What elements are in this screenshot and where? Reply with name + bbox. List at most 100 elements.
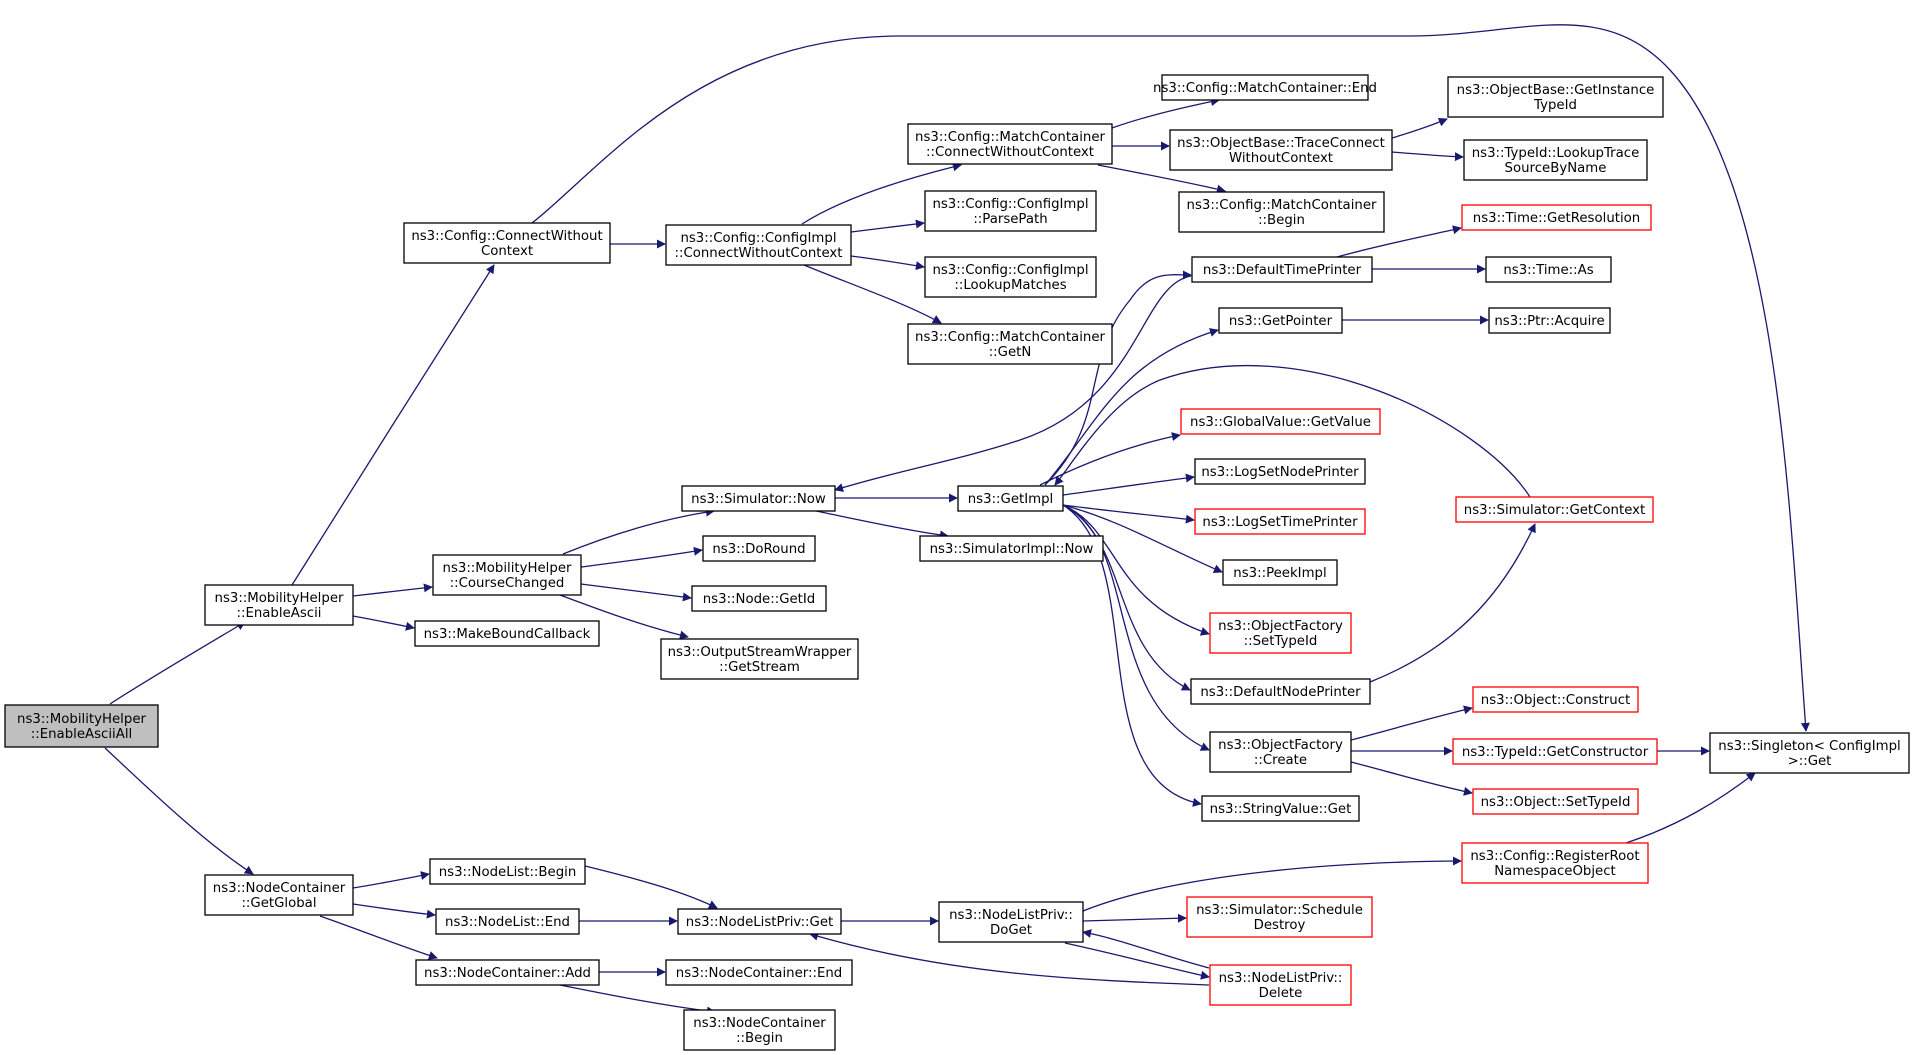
node-label-line: ns3::ObjectFactory — [1218, 619, 1343, 634]
node-nodeListPrivDelete[interactable]: ns3::NodeListPriv::Delete — [1209, 964, 1352, 1006]
node-peekImpl[interactable]: ns3::PeekImpl — [1222, 559, 1338, 586]
node-parsePath[interactable]: ns3::Config::ConfigImpl::ParsePath — [924, 190, 1097, 232]
node-nodeListEnd[interactable]: ns3::NodeList::End — [435, 908, 580, 935]
node-traceConnect[interactable]: ns3::ObjectBase::TraceConnectWithoutCont… — [1169, 129, 1393, 171]
node-stringValueGet[interactable]: ns3::StringValue::Get — [1201, 795, 1360, 822]
node-nodeListPrivGet[interactable]: ns3::NodeListPriv::Get — [677, 908, 842, 935]
node-label-line: NamespaceObject — [1494, 864, 1616, 879]
edge-enableAscii-to-courseChanged — [352, 583, 433, 597]
node-label-line: ns3::NodeListPriv:: — [949, 908, 1073, 923]
node-typeIdGetConstructor[interactable]: ns3::TypeId::GetConstructor — [1452, 738, 1658, 765]
node-matchConnect[interactable]: ns3::Config::MatchContainer::ConnectWith… — [907, 123, 1113, 165]
node-label-line: ns3::MobilityHelper — [443, 561, 572, 576]
node-getImpl[interactable]: ns3::GetImpl — [957, 485, 1064, 512]
node-box — [702, 535, 816, 562]
node-getGlobal[interactable]: ns3::NodeContainer::GetGlobal — [204, 874, 354, 916]
node-outputStreamGet[interactable]: ns3::OutputStreamWrapper::GetStream — [660, 638, 859, 680]
edge-defaultTimePrinter-to-simulatorNow — [834, 275, 1192, 492]
edge-configImplConnect-to-matchConnect — [801, 162, 962, 225]
node-label-line: ns3::Config::ConfigImpl — [932, 197, 1088, 212]
node-label-line: ns3::Singleton< ConfigImpl — [1718, 739, 1900, 754]
node-box — [1218, 307, 1343, 334]
node-simImplNow[interactable]: ns3::SimulatorImpl::Now — [919, 535, 1104, 562]
node-label-line: ns3::NodeListPriv:: — [1219, 971, 1343, 986]
node-makeBoundCallback[interactable]: ns3::MakeBoundCallback — [414, 620, 600, 647]
node-logSetTimePrinter[interactable]: ns3::LogSetTimePrinter — [1194, 508, 1366, 535]
node-defaultNodePrinter[interactable]: ns3::DefaultNodePrinter — [1190, 678, 1371, 705]
edge-configImplConnect-to-lookupMatches — [850, 255, 925, 271]
edge-getImpl-to-defaultNodePrinter — [1062, 504, 1191, 691]
node-label-line: ns3::Config::MatchContainer — [915, 130, 1105, 145]
node-logSetNodePrinter[interactable]: ns3::LogSetNodePrinter — [1194, 458, 1366, 485]
node-lookupMatches[interactable]: ns3::Config::ConfigImpl::LookupMatches — [924, 256, 1097, 298]
node-box — [204, 874, 354, 916]
node-box — [1178, 191, 1385, 233]
node-objectSetTypeId[interactable]: ns3::Object::SetTypeId — [1472, 788, 1639, 815]
node-enableAsciiAll[interactable]: ns3::MobilityHelper::EnableAsciiAll — [4, 704, 159, 748]
node-defaultTimePrinter[interactable]: ns3::DefaultTimePrinter — [1191, 256, 1373, 283]
node-nodeListPrivDoGet[interactable]: ns3::NodeListPriv::DoGet — [938, 901, 1084, 943]
node-nodeListBegin[interactable]: ns3::NodeList::Begin — [429, 858, 586, 885]
node-label-line: ns3::ObjectFactory — [1218, 738, 1343, 753]
node-globalValueGet[interactable]: ns3::GlobalValue::GetValue — [1180, 408, 1381, 435]
edge-getGlobal-to-nodeListEnd — [352, 903, 436, 919]
node-label-line: ns3::GetPointer — [1229, 314, 1333, 329]
node-getPointer[interactable]: ns3::GetPointer — [1218, 307, 1343, 334]
node-label-line: ns3::NodeContainer::Add — [424, 966, 591, 981]
node-objFactoryCreate[interactable]: ns3::ObjectFactory::Create — [1209, 731, 1352, 773]
edge-nodeListPrivDoGet-to-scheduleDestroy — [1082, 913, 1187, 923]
node-configImplConnect[interactable]: ns3::Config::ConfigImpl::ConnectWithoutC… — [665, 224, 852, 266]
node-box — [1222, 559, 1338, 586]
node-singletonGet[interactable]: ns3::Singleton< ConfigImpl>::Get — [1709, 732, 1910, 774]
node-matchEnd[interactable]: ns3::Config::MatchContainer::End — [1153, 74, 1377, 101]
node-box — [924, 256, 1097, 298]
node-box — [677, 908, 842, 935]
node-matchGetN[interactable]: ns3::Config::MatchContainer::GetN — [907, 323, 1113, 365]
node-box — [907, 323, 1113, 365]
node-nodeContainerEnd[interactable]: ns3::NodeContainer::End — [665, 959, 853, 986]
edge-matchConnect-to-matchEnd — [1111, 97, 1220, 129]
node-label-line: ::EnableAscii — [237, 606, 322, 621]
node-label-line: ns3::LogSetTimePrinter — [1202, 515, 1358, 530]
node-label-line: ::Begin — [1258, 213, 1305, 228]
edge-registerRoot-to-singletonGet — [1625, 772, 1756, 844]
node-label-line: ::LookupMatches — [954, 278, 1066, 293]
node-objectConstruct[interactable]: ns3::Object::Construct — [1472, 686, 1639, 713]
node-label-line: ns3::MakeBoundCallback — [424, 627, 591, 642]
edge-nodeListBegin-to-nodeListPrivGet — [584, 865, 718, 909]
node-enableAscii[interactable]: ns3::MobilityHelper::EnableAscii — [204, 584, 354, 626]
node-label-line: ns3::Simulator::Now — [691, 492, 826, 507]
edge-enableAscii-to-makeBoundCallback — [352, 615, 415, 631]
node-box — [1209, 964, 1352, 1006]
node-courseChanged[interactable]: ns3::MobilityHelper::CourseChanged — [432, 554, 582, 596]
node-nodeContainerBegin[interactable]: ns3::NodeContainer::Begin — [683, 1009, 836, 1051]
node-box — [1194, 458, 1366, 485]
node-matchBegin[interactable]: ns3::Config::MatchContainer::Begin — [1178, 191, 1385, 233]
node-label-line: ::GetGlobal — [241, 896, 316, 911]
edge-getGlobal-to-nodeListBegin — [352, 871, 430, 889]
node-objFactorySetTypeId[interactable]: ns3::ObjectFactory::SetTypeId — [1209, 612, 1352, 654]
node-timeGetResolution[interactable]: ns3::Time::GetResolution — [1461, 204, 1652, 231]
node-label-line: WithoutContext — [1229, 151, 1333, 166]
node-doRound[interactable]: ns3::DoRound — [702, 535, 816, 562]
node-box — [665, 959, 853, 986]
node-box — [1455, 496, 1654, 523]
node-simGetContext[interactable]: ns3::Simulator::GetContext — [1455, 496, 1654, 523]
node-box — [907, 123, 1113, 165]
node-label-line: ns3::NodeListPriv::Get — [686, 915, 833, 930]
node-ptrAcquire[interactable]: ns3::Ptr::Acquire — [1488, 307, 1611, 334]
node-label-line: ns3::Ptr::Acquire — [1494, 314, 1604, 329]
node-configConnectWithout[interactable]: ns3::Config::ConnectWithoutContext — [403, 222, 611, 264]
node-label-line: ns3::NodeList::Begin — [439, 865, 577, 880]
node-nodeContainerAdd[interactable]: ns3::NodeContainer::Add — [415, 959, 600, 986]
node-box — [1201, 795, 1360, 822]
node-timeAs[interactable]: ns3::Time::As — [1485, 256, 1612, 283]
node-box — [665, 224, 852, 266]
node-label-line: ::GetN — [989, 345, 1032, 360]
node-nodeGetId[interactable]: ns3::Node::GetId — [691, 585, 827, 612]
node-simulatorNow[interactable]: ns3::Simulator::Now — [681, 485, 836, 512]
